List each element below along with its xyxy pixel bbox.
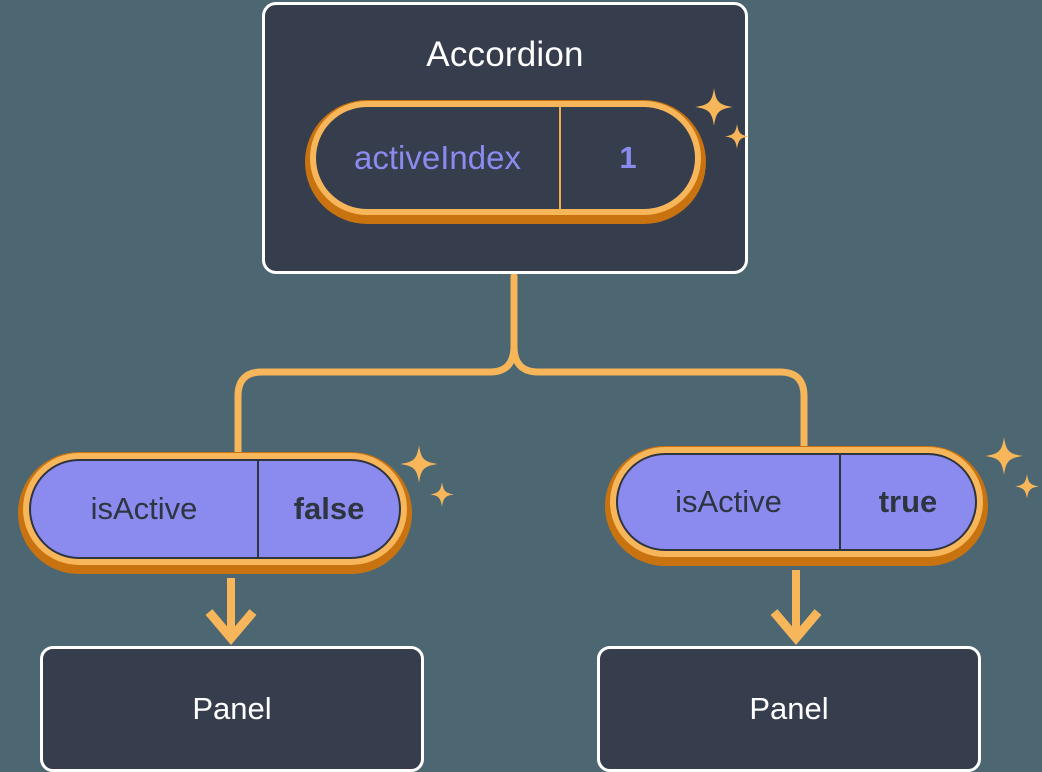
panel-card-left[interactable]: Panel xyxy=(40,646,424,772)
panel-card-right[interactable]: Panel xyxy=(597,646,981,772)
prop-chip-isactive-true[interactable]: isActive true xyxy=(605,446,988,566)
connector-branch-right xyxy=(510,342,808,454)
arrow-down-icon-right xyxy=(770,570,822,645)
prop-chip-ring: activeIndex 1 xyxy=(310,101,701,215)
prop-chip-key: activeIndex xyxy=(316,107,561,209)
panel-title: Panel xyxy=(749,691,829,726)
connector-branch-left xyxy=(234,342,518,459)
prop-chip-ring: isActive true xyxy=(610,447,983,557)
arrow-down-icon-left xyxy=(205,578,257,645)
prop-chip-value: false xyxy=(293,491,365,526)
prop-chip-body: activeIndex 1 xyxy=(316,107,695,209)
prop-chip-body: isActive true xyxy=(616,453,977,551)
prop-chip-body: isActive false xyxy=(29,459,401,559)
prop-chip-ring: isActive false xyxy=(23,453,407,565)
prop-chip-value: true xyxy=(878,484,938,519)
page-title: Accordion xyxy=(426,35,584,74)
prop-chip-value: 1 xyxy=(619,140,637,175)
panel-title: Panel xyxy=(192,691,272,726)
prop-chip-activeindex[interactable]: activeIndex 1 xyxy=(305,100,706,224)
sparkle-icon-right xyxy=(985,437,1039,499)
prop-chip-key: isActive xyxy=(31,461,259,557)
prop-chip-key: isActive xyxy=(618,455,841,549)
prop-chip-isactive-false[interactable]: isActive false xyxy=(18,452,412,574)
